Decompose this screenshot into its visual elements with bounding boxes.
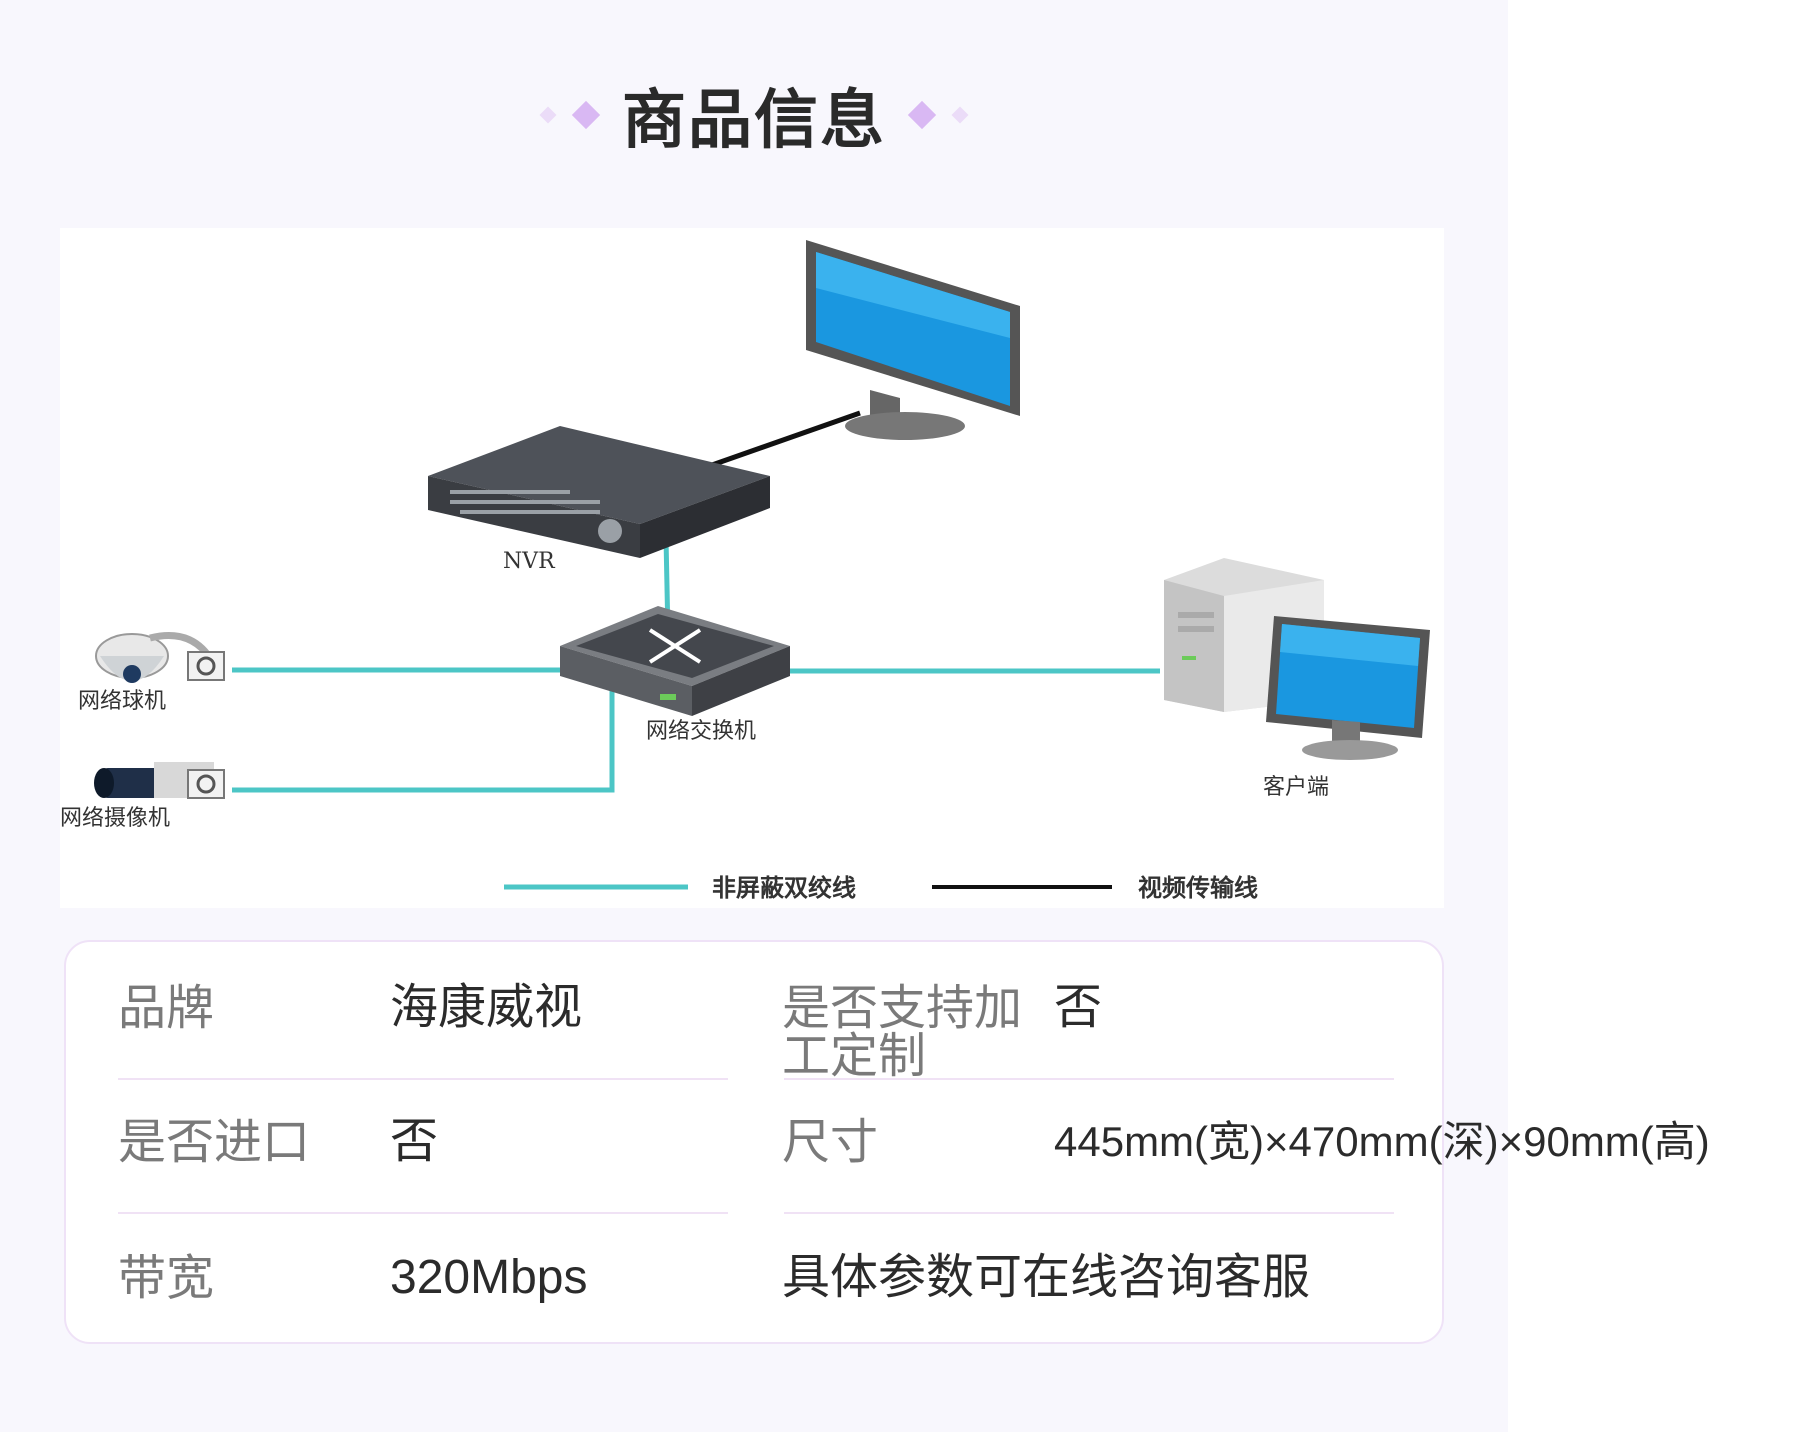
small-diamond-icon: [951, 106, 969, 124]
network-diagram: NVR 网络交换机: [60, 228, 1444, 908]
spec-label-brand: 品牌: [118, 980, 215, 1036]
spec-value-brand: 海康威视: [390, 981, 583, 1034]
client-pc-icon: [1164, 558, 1430, 760]
nvr-icon: [428, 426, 770, 558]
row-divider: [784, 1212, 1394, 1214]
small-diamond-icon: [539, 106, 557, 124]
spec-value-size: 445mm(宽)×470mm(深)×90mm(高): [1054, 1118, 1710, 1165]
switch-label: 网络交换机: [646, 719, 756, 744]
spec-label-customization: 是否支持加工定制: [782, 980, 1023, 1084]
spec-label-size: 尺寸: [782, 1114, 879, 1170]
diamond-icon: [907, 100, 937, 130]
section-header: 商品信息: [0, 70, 1508, 160]
client-label: 客户端: [1263, 775, 1329, 800]
spec-value-customization: 否: [1054, 981, 1103, 1034]
spec-value-imported: 否: [390, 1115, 439, 1168]
row-divider: [118, 1212, 728, 1214]
spec-note-consult: 具体参数可在线咨询客服: [782, 1251, 1311, 1304]
spec-label-imported: 是否进口: [118, 1114, 311, 1170]
network-switch-icon: [560, 606, 790, 716]
dome-camera-label: 网络球机: [78, 689, 166, 714]
network-diagram-svg: NVR 网络交换机: [60, 240, 1430, 902]
row-divider: [784, 1078, 1394, 1080]
page-title: 商品信息: [622, 84, 886, 158]
monitor-icon: [806, 240, 1020, 440]
box-camera-cable: [232, 683, 615, 793]
video-cable: [711, 410, 861, 468]
right-diamond-decoration: [907, 100, 969, 130]
legend-black-label: 视频传输线: [1138, 873, 1258, 902]
box-camera-label: 网络摄像机: [60, 806, 170, 831]
spec-label-bandwidth: 带宽: [118, 1250, 215, 1306]
dome-camera-icon: [95, 632, 225, 683]
left-diamond-decoration: [539, 100, 601, 130]
row-divider: [118, 1078, 728, 1080]
legend-cyan-label: 非屏蔽双绞线: [712, 873, 856, 902]
box-camera-icon: [94, 762, 225, 799]
nvr-label: NVR: [503, 549, 556, 574]
spec-value-bandwidth: 320Mbps: [390, 1251, 588, 1304]
spec-table-card: 品牌 海康威视 是否支持加工定制 否 是否进口 否 尺寸 445mm(宽)×47…: [64, 940, 1710, 1344]
diamond-icon: [571, 100, 601, 130]
product-info-panel: 商品信息: [0, 70, 1710, 1344]
